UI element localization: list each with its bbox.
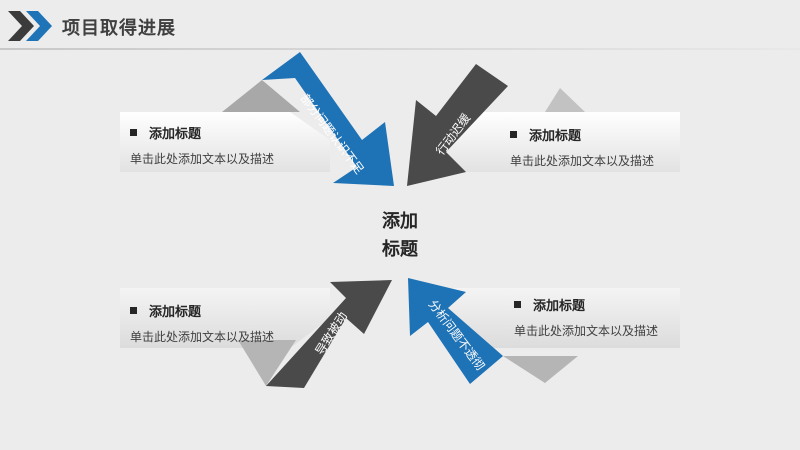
center-title: 添加 标题 — [360, 208, 440, 264]
top-right-shade — [545, 88, 585, 112]
card-bottom-left: 添加标题 单击此处添加文本以及描述 — [130, 300, 274, 345]
card-heading: 添加标题 — [149, 304, 202, 320]
square-bullet-icon — [130, 306, 137, 314]
card-heading: 添加标题 — [533, 298, 586, 314]
square-bullet-icon — [130, 128, 137, 136]
card-description: 单击此处添加文本以及描述 — [514, 324, 659, 338]
top-band-right — [430, 112, 680, 172]
chevron-logo-icon — [8, 11, 52, 41]
bottom-right-shade — [503, 356, 578, 383]
page-title: 项目取得进展 — [62, 18, 176, 39]
bottom-left-shade — [238, 340, 296, 386]
card-heading: 添加标题 — [529, 128, 582, 144]
card-description: 单击此处添加文本以及描述 — [130, 152, 275, 166]
square-bullet-icon — [510, 130, 517, 138]
header-divider — [0, 48, 800, 50]
slide-header: 项目取得进展 — [0, 0, 800, 52]
bottom-band-left — [120, 288, 330, 348]
top-left-shade — [222, 80, 300, 112]
top-band-left — [120, 112, 330, 172]
card-description: 单击此处添加文本以及描述 — [510, 154, 655, 168]
card-top-left: 添加标题 单击此处添加文本以及描述 — [130, 122, 274, 167]
center-title-line2: 标题 — [382, 239, 418, 260]
card-heading: 添加标题 — [149, 126, 202, 142]
card-top-right: 添加标题 单击此处添加文本以及描述 — [510, 124, 654, 169]
card-description: 单击此处添加文本以及描述 — [130, 330, 275, 344]
bottom-band-right — [430, 288, 680, 348]
center-title-line1: 添加 — [382, 211, 418, 232]
card-bottom-right: 添加标题 单击此处添加文本以及描述 — [514, 294, 658, 339]
square-bullet-icon — [514, 300, 521, 308]
